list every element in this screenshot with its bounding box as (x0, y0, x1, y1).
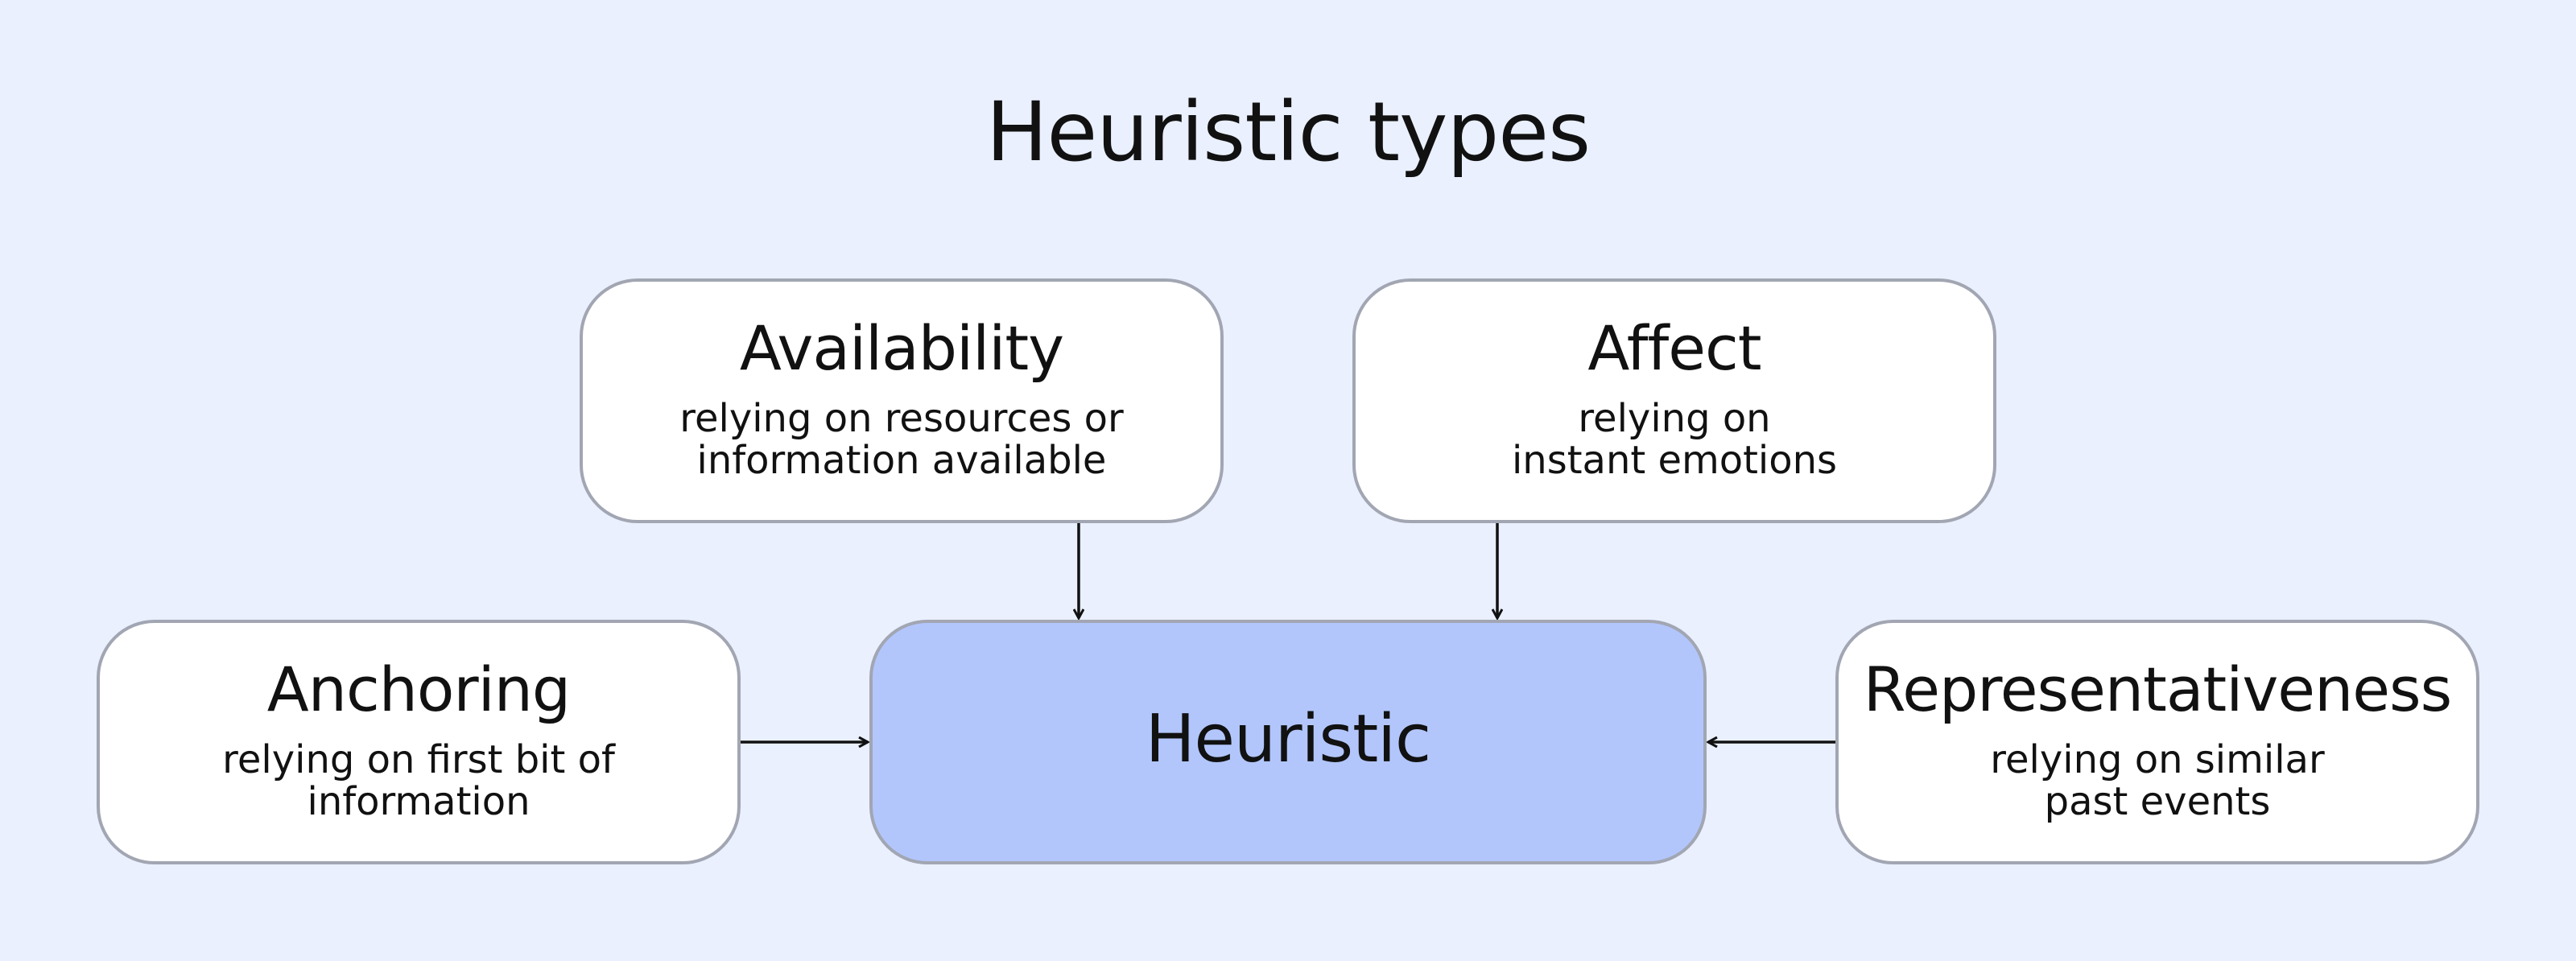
heuristic-label: Heuristic (1145, 701, 1431, 777)
affect-desc-line-2: instant emotions (1511, 438, 1838, 483)
anchoring-name: Anchoring (266, 654, 571, 725)
representativeness-desc-line-2: past events (2044, 779, 2271, 824)
availability-name: Availability (739, 312, 1064, 384)
affect-box: Affect relying on instant emotions (1352, 278, 1996, 523)
availability-desc-line-2: information available (696, 438, 1107, 483)
anchoring-desc-line-2: information (307, 779, 530, 824)
affect-desc-line-1: relying on (1578, 396, 1771, 441)
anchoring-description: relying on first bit of information (100, 739, 737, 823)
affect-description: relying on instant emotions (1356, 398, 1993, 481)
availability-box: Availability relying on resources or inf… (580, 278, 1224, 523)
heuristic-center-box: Heuristic (869, 620, 1707, 864)
diagram-title: Heuristic types (985, 85, 1591, 180)
anchoring-desc-line-1: relying on first bit of (222, 737, 615, 782)
representativeness-box: Representativeness relying on similar pa… (1835, 620, 2479, 864)
availability-description: relying on resources or information avai… (583, 398, 1220, 481)
representativeness-description: relying on similar past events (1839, 739, 2476, 823)
representativeness-name: Representativeness (1863, 654, 2452, 725)
availability-desc-line-1: relying on resources or (679, 396, 1124, 441)
affect-name: Affect (1587, 312, 1761, 384)
anchoring-box: Anchoring relying on first bit of inform… (97, 620, 741, 864)
representativeness-desc-line-1: relying on similar (1990, 737, 2325, 782)
